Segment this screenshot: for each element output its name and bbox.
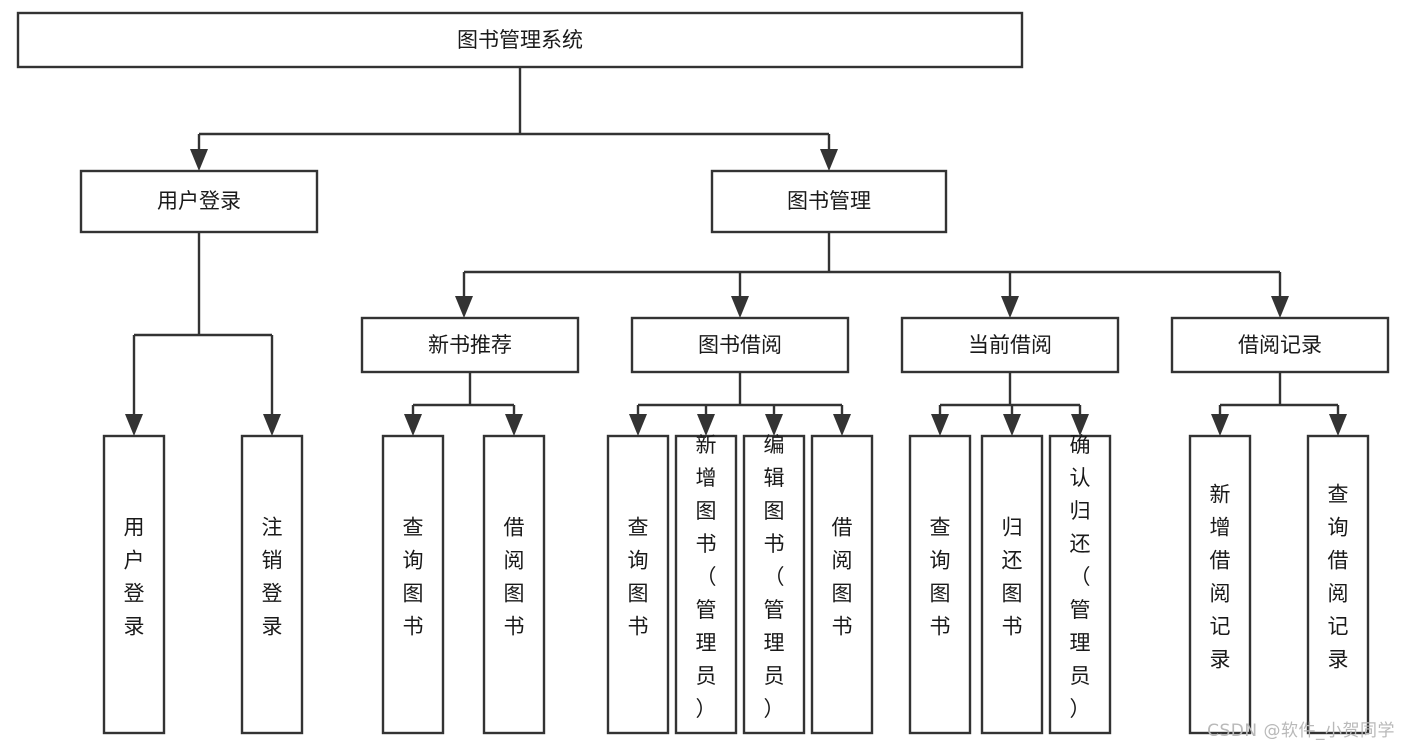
node-leaf-borrow-book-2-label: 借阅图书: [832, 516, 853, 639]
connector-layer: [125, 67, 1347, 436]
node-leaf-add-book-box[interactable]: [674, 434, 738, 735]
node-leaf-borrow-book-2[interactable]: 借阅图书: [810, 434, 874, 735]
arrow-book-manage-to-current-borrow: [1001, 296, 1019, 318]
node-leaf-query-book-1-label: 查询图书: [403, 516, 424, 639]
node-leaf-confirm-return[interactable]: 确认归还（管理员）: [1048, 433, 1112, 735]
node-user-login-label: 用户登录: [157, 189, 241, 213]
node-leaf-user-logout-box[interactable]: [240, 434, 304, 735]
node-leaf-query-book-1-box[interactable]: [381, 434, 445, 735]
node-leaf-edit-book[interactable]: 编辑图书（管理员）: [742, 433, 806, 735]
node-book-manage-label: 图书管理: [787, 189, 871, 213]
arrow-current-borrow-to-leaf3: [1071, 414, 1089, 436]
arrow-book-borrow-to-leaf2: [697, 414, 715, 436]
node-leaf-user-login[interactable]: 用户登录: [102, 434, 166, 735]
arrow-current-borrow-to-leaf1: [931, 414, 949, 436]
node-leaf-edit-book-label: 编辑图书（管理员）: [764, 433, 785, 721]
node-book-manage-box[interactable]: [710, 169, 948, 234]
node-leaf-query-record-box[interactable]: [1306, 434, 1370, 735]
node-leaf-query-book-3-label: 查询图书: [930, 516, 951, 639]
node-book-borrow[interactable]: 图书借阅: [630, 316, 850, 374]
node-root-label: 图书管理系统: [457, 28, 583, 52]
node-layer: 图书管理系统 用户登录 图书管理 新书推荐 图书借阅 当前: [16, 11, 1390, 735]
node-leaf-query-book-1[interactable]: 查询图书: [381, 434, 445, 735]
arrow-book-manage-to-book-borrow: [731, 296, 749, 318]
node-leaf-query-book-3[interactable]: 查询图书: [908, 434, 972, 735]
node-current-borrow[interactable]: 当前借阅: [900, 316, 1120, 374]
node-leaf-query-record[interactable]: 查询借阅记录: [1306, 434, 1370, 735]
node-root-box[interactable]: [16, 11, 1024, 69]
node-leaf-confirm-return-label: 确认归还（管理员）: [1070, 433, 1091, 721]
node-user-login[interactable]: 用户登录: [79, 169, 319, 234]
node-leaf-query-book-2-label: 查询图书: [628, 516, 649, 639]
node-leaf-borrow-book-1-label: 借阅图书: [504, 516, 525, 639]
node-new-book-rec[interactable]: 新书推荐: [360, 316, 580, 374]
arrow-root-to-book-manage: [820, 149, 838, 171]
node-borrow-record-label: 借阅记录: [1238, 333, 1322, 357]
node-leaf-query-record-label: 查询借阅记录: [1328, 483, 1349, 672]
node-leaf-return-book-box[interactable]: [980, 434, 1044, 735]
node-current-borrow-box[interactable]: [900, 316, 1120, 374]
arrow-user-login-to-leaf1: [125, 414, 143, 436]
arrow-new-book-rec-to-leaf2: [505, 414, 523, 436]
node-leaf-user-login-label: 用户登录: [124, 516, 145, 639]
node-leaf-edit-book-box[interactable]: [742, 434, 806, 735]
node-leaf-user-logout[interactable]: 注销登录: [240, 434, 304, 735]
node-user-login-box[interactable]: [79, 169, 319, 234]
node-leaf-user-login-box[interactable]: [102, 434, 166, 735]
node-new-book-rec-box[interactable]: [360, 316, 580, 374]
csdn-watermark: CSDN @软件_小贺同学: [1207, 721, 1395, 741]
arrow-book-manage-to-borrow-record: [1271, 296, 1289, 318]
node-leaf-query-book-2-box[interactable]: [606, 434, 670, 735]
node-current-borrow-label: 当前借阅: [968, 333, 1052, 357]
node-new-book-rec-label: 新书推荐: [428, 333, 512, 357]
arrow-borrow-record-to-leaf2: [1329, 414, 1347, 436]
node-leaf-query-book-3-box[interactable]: [908, 434, 972, 735]
arrow-user-login-to-leaf2: [263, 414, 281, 436]
arrow-book-borrow-to-leaf3: [765, 414, 783, 436]
arrow-book-borrow-to-leaf4: [833, 414, 851, 436]
arrow-current-borrow-to-leaf2: [1003, 414, 1021, 436]
arrow-root-to-user-login: [190, 149, 208, 171]
node-book-borrow-box[interactable]: [630, 316, 850, 374]
node-book-manage[interactable]: 图书管理: [710, 169, 948, 234]
node-leaf-return-book-label: 归还图书: [1002, 516, 1023, 639]
node-borrow-record[interactable]: 借阅记录: [1170, 316, 1390, 374]
node-leaf-add-book[interactable]: 新增图书（管理员）: [674, 433, 738, 735]
node-leaf-add-book-label: 新增图书（管理员）: [696, 433, 717, 721]
node-leaf-add-record-box[interactable]: [1188, 434, 1252, 735]
node-leaf-add-record[interactable]: 新增借阅记录: [1188, 434, 1252, 735]
arrow-new-book-rec-to-leaf1: [404, 414, 422, 436]
node-leaf-borrow-book-1-box[interactable]: [482, 434, 546, 735]
node-leaf-borrow-book-1[interactable]: 借阅图书: [482, 434, 546, 735]
node-root[interactable]: 图书管理系统: [16, 11, 1024, 69]
arrow-book-manage-to-new-book-rec: [455, 296, 473, 318]
arrow-book-borrow-to-leaf1: [629, 414, 647, 436]
node-leaf-return-book[interactable]: 归还图书: [980, 434, 1044, 735]
node-leaf-query-book-2[interactable]: 查询图书: [606, 434, 670, 735]
node-leaf-add-record-label: 新增借阅记录: [1210, 483, 1231, 672]
node-leaf-borrow-book-2-box[interactable]: [810, 434, 874, 735]
arrow-borrow-record-to-leaf1: [1211, 414, 1229, 436]
node-leaf-user-logout-label: 注销登录: [262, 516, 283, 639]
node-book-borrow-label: 图书借阅: [698, 333, 782, 357]
node-leaf-confirm-return-box[interactable]: [1048, 434, 1112, 735]
node-borrow-record-box[interactable]: [1170, 316, 1390, 374]
